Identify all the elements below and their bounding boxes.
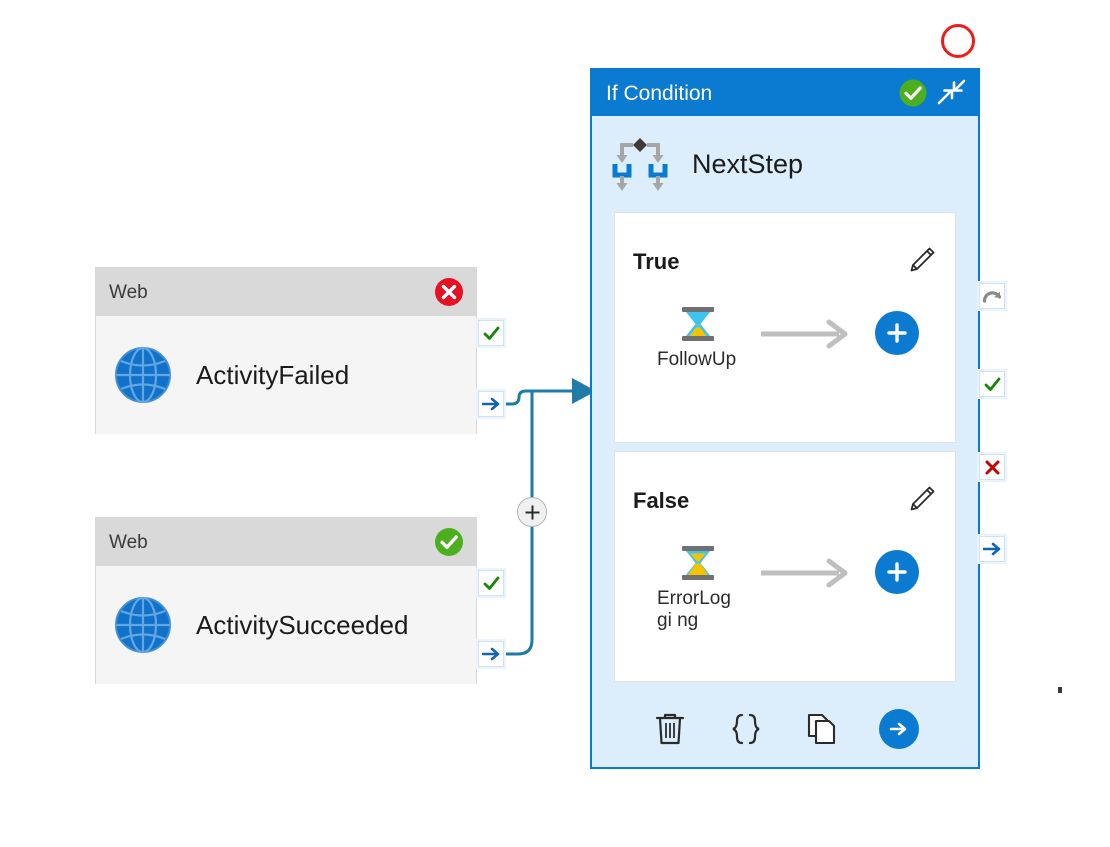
branch-label-true: True [633, 249, 680, 274]
plus-icon [887, 562, 907, 582]
add-step-button-false[interactable] [875, 550, 919, 594]
port-success-if-condition[interactable] [979, 371, 1005, 397]
arrow-port-icon [482, 397, 500, 411]
flow-arrow-icon [761, 558, 848, 588]
port-retry-if-condition[interactable] [979, 283, 1005, 309]
hourglass-icon [682, 307, 714, 341]
pencil-icon[interactable] [907, 245, 937, 275]
branch-flow-true: FollowUp [615, 305, 955, 371]
panel-header-icons [898, 77, 968, 109]
x-port-icon [985, 460, 999, 474]
arrow-port-icon [983, 542, 1001, 556]
arrow-right-icon [889, 722, 907, 736]
port-success-web-failed[interactable] [478, 320, 504, 346]
duplicate-button[interactable] [803, 710, 841, 748]
add-connector-button[interactable] [517, 497, 547, 527]
branch-decision-icon [612, 138, 668, 191]
activity-card-header: Web [96, 268, 476, 316]
port-next-web-failed[interactable] [478, 391, 504, 417]
port-next-if-condition[interactable] [979, 536, 1005, 562]
delete-button[interactable] [651, 710, 689, 748]
port-failure-if-condition[interactable] [979, 454, 1005, 480]
branch-label-false: False [633, 488, 690, 513]
red-circle-marker [941, 24, 975, 58]
branch-step-name-false: ErrorLoggi ng [657, 588, 731, 631]
activity-card-web-succeeded[interactable]: Web ActivitySucceeded [95, 517, 477, 684]
check-port-icon [483, 576, 499, 590]
activity-card-name: ActivitySucceeded [196, 610, 409, 640]
port-success-web-succeeded[interactable] [478, 570, 504, 596]
if-condition-step: NextStep [592, 116, 978, 212]
branch-step-name-true: FollowUp [657, 349, 737, 370]
braces-icon [732, 713, 760, 745]
flow-arrow-icon [761, 319, 848, 349]
copy-icon [807, 713, 836, 745]
branch-card-true[interactable]: True FollowUp [614, 212, 956, 443]
activity-card-body: ActivitySucceeded [96, 566, 476, 684]
activity-card-type: Web [109, 531, 148, 553]
pencil-icon[interactable] [907, 484, 937, 514]
plus-icon [887, 323, 907, 343]
branch-flow-false: ErrorLoggi ng [615, 544, 955, 632]
hourglass-icon [682, 546, 714, 580]
globe-icon [115, 346, 171, 404]
step-name: NextStep [692, 148, 804, 179]
activity-card-web-failed[interactable]: Web ActivityFailed [95, 267, 477, 434]
trash-icon [655, 713, 685, 745]
check-port-icon [984, 377, 1000, 391]
branch-card-false[interactable]: False ErrorLoggi ng [614, 451, 956, 682]
activity-card-name: ActivityFailed [196, 360, 350, 390]
error-circle-icon [435, 278, 463, 306]
port-next-web-succeeded[interactable] [478, 641, 504, 667]
check-port-icon [483, 326, 499, 340]
globe-icon [115, 596, 171, 654]
if-condition-header: If Condition [592, 70, 978, 116]
arrow-port-icon [482, 647, 500, 661]
branch-step-false[interactable]: ErrorLoggi ng [655, 544, 741, 632]
expand-arrows-icon[interactable] [934, 77, 968, 109]
success-circle-icon [435, 528, 463, 556]
if-condition-panel[interactable]: If Condition [590, 68, 980, 769]
activity-card-header: Web [96, 518, 476, 566]
retry-icon [982, 291, 1002, 303]
plus-icon [525, 505, 539, 519]
activity-card-body: ActivityFailed [96, 316, 476, 434]
code-button[interactable] [727, 710, 765, 748]
panel-title: If Condition [606, 81, 713, 105]
success-circle-icon [899, 79, 927, 107]
activity-card-type: Web [109, 281, 148, 303]
decoration-dot [1058, 687, 1062, 693]
add-step-button-true[interactable] [875, 311, 919, 355]
run-button[interactable] [879, 709, 919, 749]
panel-toolbar [592, 691, 978, 767]
branch-step-true[interactable]: FollowUp [655, 305, 741, 371]
